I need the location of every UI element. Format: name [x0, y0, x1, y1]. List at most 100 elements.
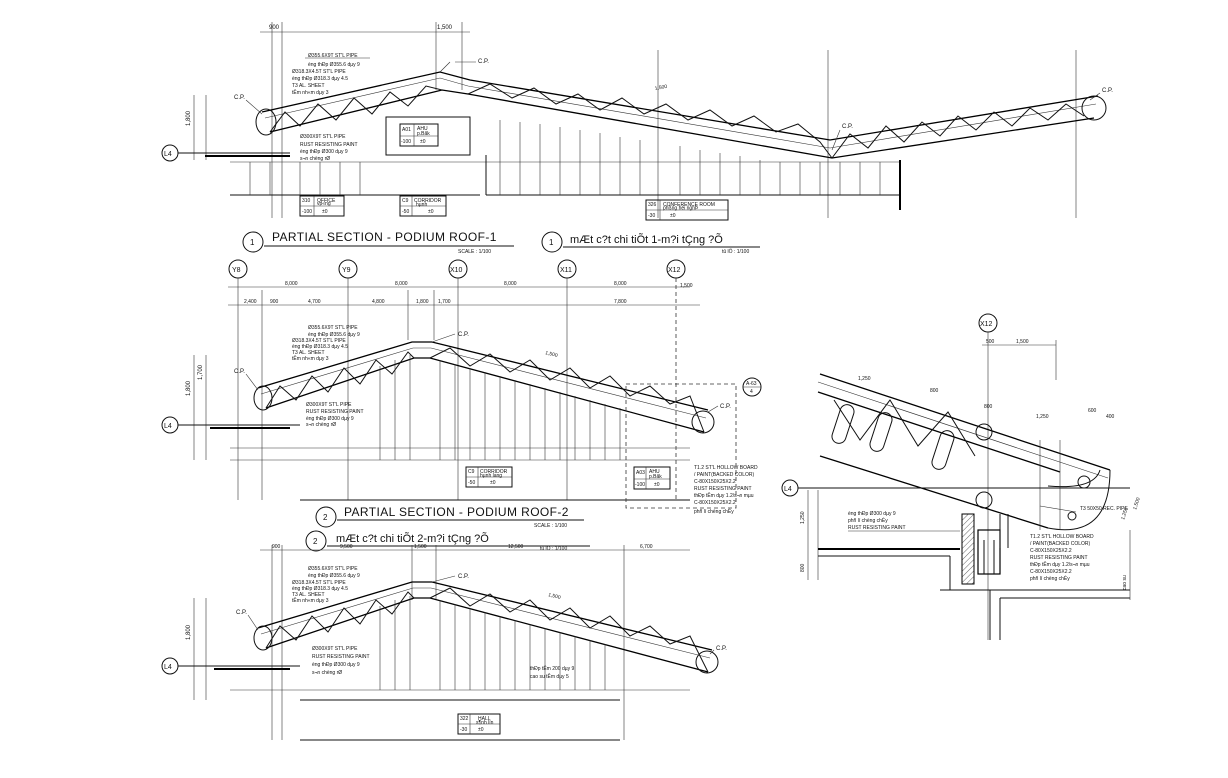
detail-dim-1500v: 1,500: [1132, 497, 1142, 511]
section-2-title: PARTIAL SECTION - PODIUM ROOF-2: [344, 505, 569, 519]
misc-note-1: thÐp tÊm 200 dµy 9: [530, 664, 575, 672]
note-support-2: RUST RESISTING PAINT: [300, 142, 358, 148]
slope-dim-1: 1,500: [654, 84, 668, 92]
note-pipe-2: èng thÐp Ø355.6 dµy 9: [308, 62, 360, 68]
note2-support-4: s¬n chèng rØ: [306, 422, 336, 428]
note2-pipe-3: Ø318.3X4.5T ST'L PIPE: [292, 338, 346, 344]
section-1-scale: SCALE : 1/100: [458, 249, 491, 255]
svg-text:C9: C9: [468, 469, 475, 475]
grid-X12: X12: [668, 267, 681, 274]
cp-label-2b: C.P.: [234, 369, 245, 375]
svg-text:-100: -100: [302, 209, 312, 215]
note2-pipe-1: Ø355.6X9T ST'L PIPE: [308, 325, 358, 331]
section-1-vn-scale: tû lÖ : 1/100: [722, 248, 749, 255]
dim3-1500: 1,500: [414, 544, 427, 550]
dim3-900: 900: [272, 544, 281, 550]
svg-text:±0: ±0: [428, 209, 434, 215]
detail-dim-b: 800: [930, 388, 939, 394]
grid-X11: X11: [560, 267, 572, 274]
room-tag-corridor-1: C9 CORRIDOR hµnh -50 ±0: [399, 195, 447, 217]
note3-pipe-6: tÊm nh«m dµy 3: [292, 596, 329, 604]
dim3-9500: 9,500: [340, 544, 353, 550]
cp-label-1c: C.P.: [1102, 88, 1113, 94]
svg-text:-30: -30: [648, 213, 655, 219]
board-note-5: thÐp tÊm dµy 1.2/s¬n mµu: [694, 491, 754, 499]
detail-board-6: C-80X150X25X2.2: [1030, 569, 1072, 575]
note2-support-2: RUST RESISTING PAINT: [306, 409, 364, 415]
window-mullions-1: [249, 120, 881, 195]
title-section-2-vn: 2 mÆt c?t chi tiÕt 2-m?i tÇng ?Õ tû lÖ :…: [305, 530, 590, 552]
window-mullions-2: [379, 355, 621, 460]
svg-text:hµnh lang: hµnh lang: [480, 473, 502, 479]
svg-text:±0: ±0: [420, 139, 426, 145]
note2-support-3: èng thÐp Ø300 dµy 9: [306, 416, 354, 422]
slope-dim-3: 1,500: [548, 592, 562, 601]
detail-callout: A-63 4: [742, 377, 762, 397]
note3-support-4: s¬n chèng rØ: [312, 670, 342, 676]
section-2-vn-title: mÆt c?t chi tiÕt 2-m?i tÇng ?Õ: [336, 532, 489, 545]
dim-4700: 4,700: [308, 299, 321, 305]
svg-text:HALL: HALL: [478, 716, 491, 722]
dim-8000-b: 8,000: [395, 281, 408, 287]
grid-Y8: Y8: [232, 267, 241, 274]
detail-pipe-note-1: èng thÐp Ø300 dµy 9: [848, 511, 896, 517]
note-pipe-4: èng thÐp Ø318.3 dµy 4.5: [292, 76, 348, 82]
detail-dim-600: 600: [1088, 408, 1097, 414]
svg-text:326: 326: [648, 202, 657, 208]
svg-text:-50: -50: [402, 209, 409, 215]
svg-text:AHU: AHU: [649, 469, 660, 475]
note2-support-1: Ø300X9T ST'L PIPE: [306, 402, 352, 408]
dim-vertical-2b: 1,700: [198, 364, 204, 380]
detail-board-2: / PAINT(BACKED COLOR): [1030, 541, 1091, 547]
svg-text:s¶nh lín: s¶nh lín: [476, 720, 494, 726]
room-tag-ahu: A01 AHU p.Bãk -100 ±0: [399, 123, 439, 147]
svg-text:CORRIDOR: CORRIDOR: [414, 198, 442, 204]
svg-text:vp«ng: vp«ng: [317, 201, 331, 207]
detail-grid-X12: X12: [980, 321, 993, 328]
svg-text:hµnh: hµnh: [416, 202, 427, 208]
note-support-3: èng thÐp Ø300 dµy 9: [300, 149, 348, 155]
detail-dim-1250v: 1,250: [1120, 507, 1130, 521]
section-2-number: 2: [323, 513, 328, 522]
cp-label-3b: C.P.: [236, 610, 247, 616]
svg-text:C9: C9: [402, 198, 409, 204]
board-note-4: RUST RESISTING PAINT: [694, 486, 752, 492]
svg-text:±0: ±0: [654, 482, 660, 488]
slope-dim-2: 1,500: [545, 350, 559, 359]
section-1-vn-title: mÆt c?t chi tiÕt 1-m?i tÇng ?Õ: [570, 233, 723, 246]
grid-X10: X10: [450, 267, 463, 274]
detail-dim-400: 400: [1106, 414, 1115, 420]
dim3-6700: 6,700: [640, 544, 653, 550]
cp-label-3a: C.P.: [458, 574, 469, 580]
svg-text:OFFICE: OFFICE: [317, 198, 336, 204]
svg-text:-100: -100: [401, 139, 411, 145]
svg-text:310: 310: [302, 198, 311, 204]
level-L4-2: L4: [164, 423, 172, 430]
section-roof-1: 900 1,500 1,800 C.P. C.P. C.P. C.P. 1,50…: [161, 22, 1113, 221]
note2-pipe-4: èng thÐp Ø318.3 dµy 4.5: [292, 344, 348, 350]
note-pipe-3: Ø318.3X4.5T ST'L PIPE: [292, 69, 346, 75]
svg-text:322: 322: [460, 716, 469, 722]
svg-text:phßng héi nghÞ: phßng héi nghÞ: [663, 206, 699, 212]
room-tag-office: 310 OFFICE vp«ng -100 ±0: [299, 195, 345, 217]
dim-7800: 7,800: [614, 299, 627, 305]
dim-8000-d: 8,000: [614, 281, 627, 287]
svg-text:CORRIDOR: CORRIDOR: [480, 469, 508, 475]
section-2-vn-scale: tû lÖ : 1/100: [540, 545, 567, 552]
level-L4-3: L4: [164, 664, 172, 671]
cp-label-2c: C.P.: [720, 404, 731, 410]
detail-pipe-note-3: RUST RESISTING PAINT: [848, 525, 906, 531]
dim-1700: 1,700: [438, 299, 451, 305]
note3-pipe-3: Ø318.3X4.5T ST'L PIPE: [292, 580, 346, 586]
note2-pipe-5: T3 AL. SHEET: [292, 350, 325, 356]
detail-board-7: phñ lí chèng chÈy: [1030, 575, 1070, 582]
detail-dim-1500: 1,500: [1016, 339, 1029, 345]
svg-text:A01: A01: [402, 127, 411, 133]
cp-label-1a: C.P.: [478, 59, 489, 65]
section-roof-2: Y8 Y9 X10 X11 X12 8,000 8,000 8,000 8,00…: [161, 259, 762, 515]
detail-dim-d: 1,250: [1036, 414, 1049, 420]
dim3-12500: 12,500: [508, 544, 524, 550]
detail-board-1: T1.2 ST'L HOLLOW BOARD: [1030, 534, 1094, 540]
detail-level-L4: L4: [784, 486, 792, 493]
svg-text:AHU: AHU: [417, 126, 428, 132]
